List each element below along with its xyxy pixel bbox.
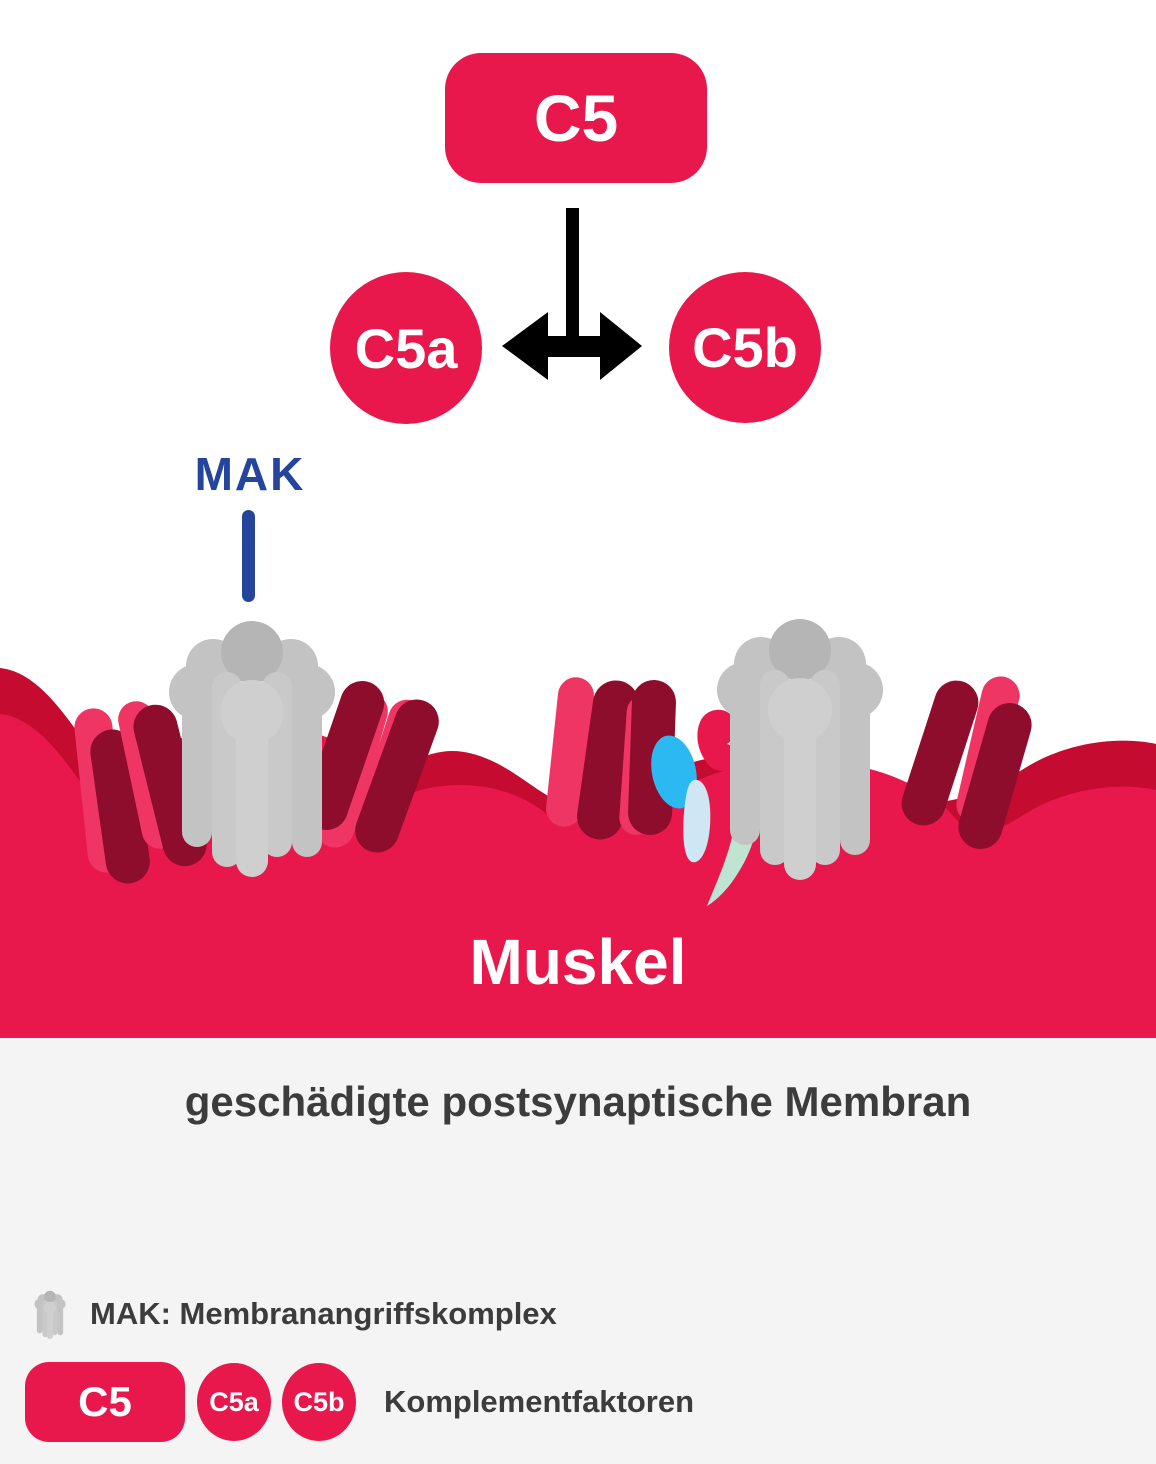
legend-c5-chip: C5 — [25, 1362, 185, 1442]
mak-complex-1 — [169, 621, 335, 877]
mak-pointer-line — [242, 510, 255, 602]
mak-label: MAK — [194, 448, 306, 500]
receptor-fold-4 — [901, 676, 1032, 849]
c5-node: C5 — [445, 53, 707, 183]
legend-complement-entry: C5 C5a C5b Komplementfaktoren — [25, 1362, 694, 1442]
c5a-node: C5a — [330, 272, 482, 424]
c5b-node: C5b — [669, 272, 821, 423]
receptor-fold-2 — [304, 681, 439, 853]
receptor-fold-1 — [74, 701, 207, 884]
legend-complement-label: Komplementfaktoren — [384, 1384, 695, 1419]
footer-panel — [0, 1038, 1156, 1464]
mak-complex-icon — [34, 1290, 66, 1339]
fragment-c5-red — [697, 709, 738, 771]
legend-mak-entry: MAK: Membranangriffskomplex — [34, 1286, 557, 1342]
split-arrow-icon — [502, 208, 642, 380]
fragment-cyan — [651, 735, 697, 809]
legend-c5b-chip: C5b — [282, 1363, 356, 1441]
legend-c5a-chip: C5a — [197, 1363, 271, 1441]
legend-mak-label: MAK: Membranangriffskomplex — [90, 1296, 557, 1331]
membrane-illustration — [0, 619, 1156, 1038]
muscle-label: Muskel — [469, 926, 687, 998]
fragment-ice-blue — [683, 779, 711, 863]
mak-complex-2 — [717, 619, 883, 880]
caption: geschädigte postsynaptische Membran — [184, 1078, 972, 1125]
